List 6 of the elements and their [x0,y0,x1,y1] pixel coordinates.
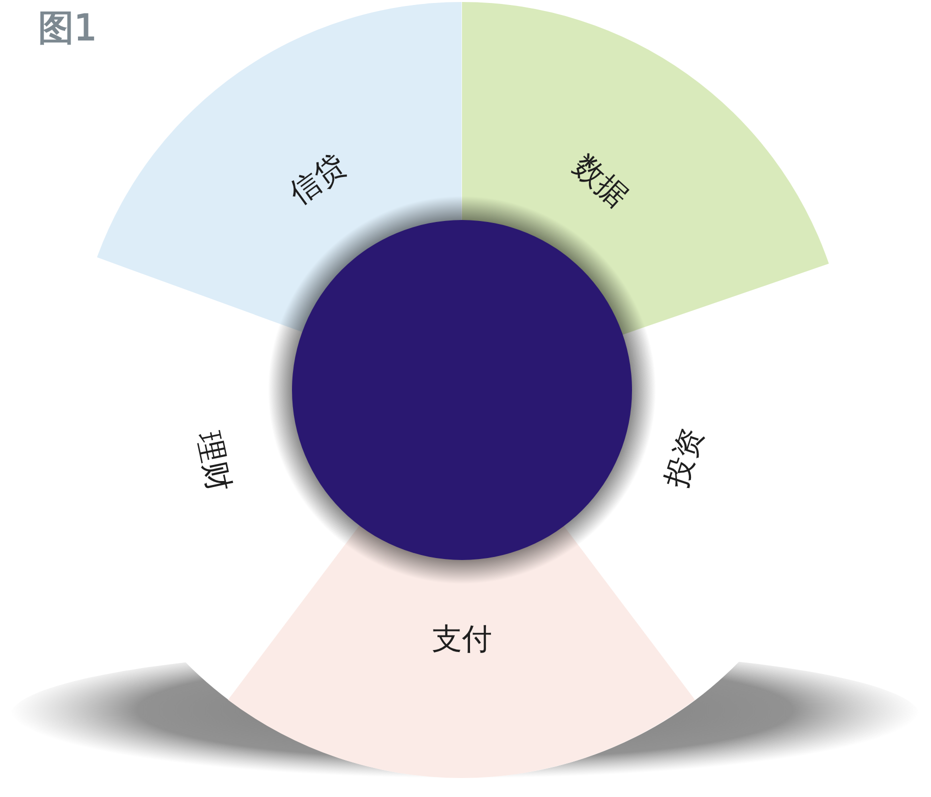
sector-label: 数据 [566,149,634,215]
figure-title: 图1 [38,7,97,51]
sector-label: 信贷 [284,148,352,212]
sector-label: 理财 [190,429,236,495]
sector-label: 支付 [432,623,492,657]
sector-label: 投资 [660,424,710,492]
